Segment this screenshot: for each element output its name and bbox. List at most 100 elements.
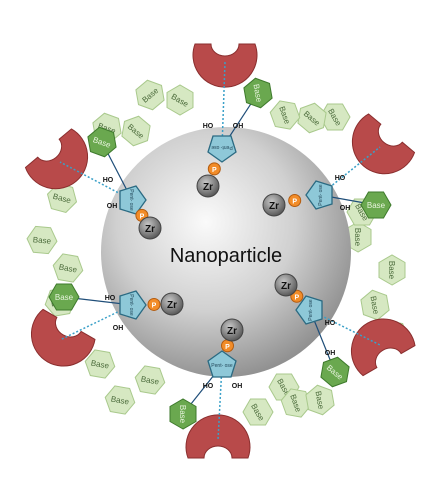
bound-base: Base [320,356,350,388]
base-hexagon [46,182,78,214]
base-label: Base [58,262,78,274]
free-base: Base [26,225,58,255]
phosphate-label: P [140,213,145,220]
base-label: Base [367,201,386,210]
base-label: Base [110,394,130,406]
base-hexagon [242,398,274,426]
free-base: Base [121,115,151,147]
base-hexagon [134,365,166,395]
hydroxyl-label: OH [113,325,124,332]
base-hexagon [360,289,390,321]
zr-atom [262,193,286,217]
pentose-label: Pent- ose [211,144,233,150]
receptor-crescent [24,128,89,190]
hydroxyl-label: HO [203,123,214,130]
pentose-sugar: Pent- ose [207,350,237,378]
base-hexagon [378,254,406,286]
base-label: Base [140,374,160,386]
zr-atom [196,174,220,198]
base-hexagon [166,84,194,116]
phosphate-circle [207,162,221,176]
bound-base: Base [169,398,197,430]
nanoparticle-core [101,127,351,377]
zr-label: Zr [167,300,177,311]
receptor-crescent [30,308,96,367]
hydroxyl-label: OH [340,205,351,212]
zr-atom [220,318,244,342]
zr-label: Zr [281,281,291,292]
pentose-label: Pent- ose [128,189,134,211]
hydroxyl-label: HO [335,175,346,182]
free-base: Base [134,365,166,395]
linker-unit: Base Pent- ose HO OH P Zr [30,283,184,367]
phosphate-circle [288,194,302,207]
base-hexagon [320,356,350,388]
pentose-label: Pent- ose [211,363,233,369]
hydroxyl-label: OH [325,350,336,357]
phosphate-label: P [294,294,299,301]
base-hexagon [87,126,117,158]
free-base: Base [305,384,335,416]
base-hexagon [135,79,165,111]
free-base: Base [319,103,351,131]
bound-base: Base [48,283,80,311]
base-label: Base [251,83,263,103]
free-base: Base [360,289,390,321]
pentose-sugar: Pent- ose [305,180,333,210]
receptor-crescent [351,113,416,175]
bound-base: Base [87,126,117,158]
base-hexagon [26,225,58,255]
base-hexagon [84,349,116,379]
base-hexagon [48,283,80,311]
phosphate-label: P [152,302,157,309]
free-base: Base [135,79,165,111]
base-hexagon [360,191,392,219]
base-hexagon [319,103,351,131]
free-base: Base [269,100,301,130]
receptor-crescent [192,43,258,88]
nanoparticle-label: Nanoparticle [170,245,282,267]
free-base: Base [166,84,194,116]
free-base: Base [52,253,84,283]
base-hexagon [104,385,136,415]
pentose-label: Pent- ose [128,294,134,316]
zr-atom [138,216,162,240]
zr-label: Zr [227,326,237,337]
zr-atom [160,292,184,316]
base-hexagon [297,102,327,134]
base-label: Base [178,405,187,424]
free-base: Base [46,182,78,214]
free-base: Base [104,385,136,415]
pentose-sugar: Pent- ose [207,135,237,163]
base-label: Base [32,235,51,246]
phosphate-label: P [225,344,230,351]
base-hexagon [269,100,301,130]
base-label: Base [55,293,74,302]
base-hexagon [305,384,335,416]
hydroxyl-label: HO [105,295,116,302]
phosphate-label: P [292,199,297,206]
base-hexagon [243,77,273,109]
zr-label: Zr [203,182,213,193]
zr-label: Zr [145,224,155,235]
free-base: Base [297,102,327,134]
hydroxyl-label: HO [325,320,336,327]
bound-base: Base [243,77,273,109]
pentose-sugar: Pent- ose [295,295,323,325]
bound-base: Base [360,191,392,219]
free-base: Base [84,349,116,379]
hydroxyl-label: OH [232,383,243,390]
hydroxyl-label: HO [203,383,214,390]
base-label: Base [353,228,362,247]
base-hexagon [169,398,197,430]
base-hexagon [121,115,151,147]
phosphate-label: P [212,167,217,174]
base-label: Base [368,295,380,315]
zr-label: Zr [269,201,279,212]
